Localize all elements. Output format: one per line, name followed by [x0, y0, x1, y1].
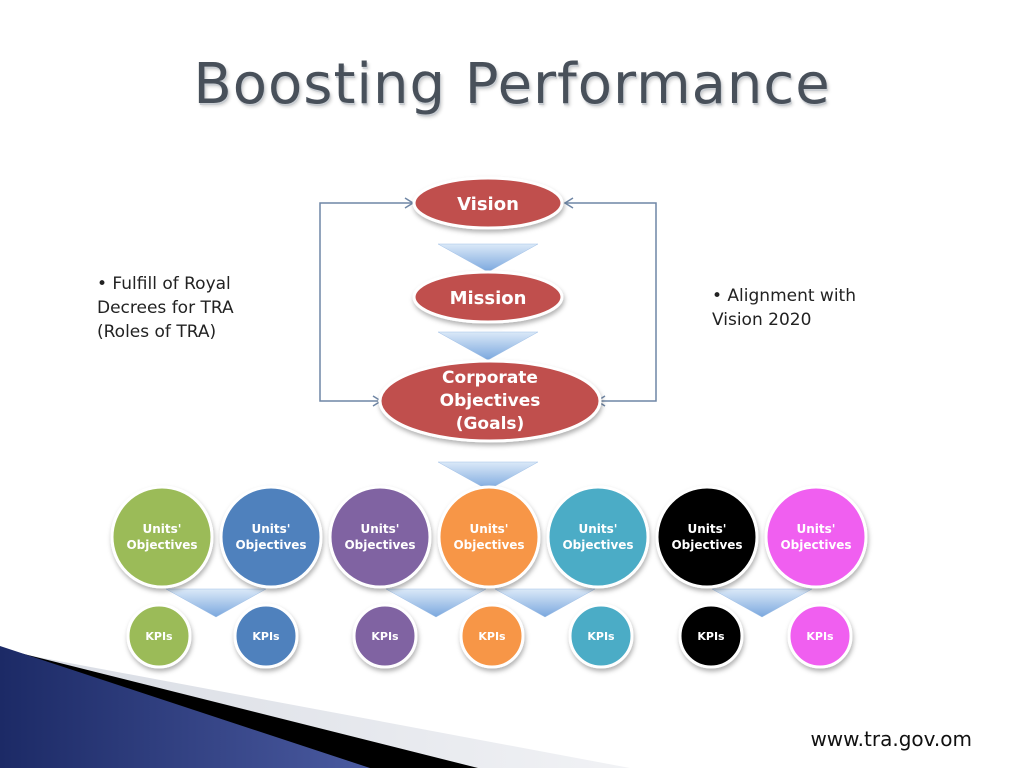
corporate-label-line-3: (Goals): [456, 414, 525, 434]
kpi-4: KPIs: [459, 603, 525, 669]
unit-objective-4: Units' Objectives: [437, 485, 541, 589]
kpi-circle: [459, 603, 525, 669]
arrowhead-into-vision-right: [563, 197, 574, 209]
kpis-row: KPIs KPIs KPIs KPIs KPIs KPIs KPIs: [126, 603, 853, 669]
unit-objective-label-line-1: Units': [797, 522, 836, 536]
corporate-label-line-2: Objectives: [440, 391, 541, 411]
decorative-corner-bands: [0, 646, 630, 768]
kpi-label: KPIs: [145, 630, 173, 643]
kpi-1: KPIs: [126, 603, 192, 669]
feedback-connectors: [319, 202, 657, 402]
kpi-label: KPIs: [252, 630, 280, 643]
unit-objective-label-line-1: Units': [579, 522, 618, 536]
right-feedback-connector: [566, 202, 657, 402]
kpi-2: KPIs: [233, 603, 299, 669]
kpi-6: KPIs: [678, 603, 744, 669]
kpi-circle: [233, 603, 299, 669]
kpi-label: KPIs: [478, 630, 506, 643]
kpi-circle: [352, 603, 418, 669]
corporate-objectives-node: [378, 359, 602, 443]
vision-2020-note: • Alignment with Vision 2020: [712, 286, 857, 330]
kpi-label: KPIs: [806, 630, 834, 643]
unit-objective-7: Units' Objectives: [764, 485, 868, 589]
unit-objective-2: Units' Objectives: [219, 485, 323, 589]
unit-objective-label-line-1: Units': [361, 522, 400, 536]
unit-objective-circle: [219, 485, 323, 589]
kpi-circle: [568, 603, 634, 669]
arrow-units-4-5-to-kpis: [494, 588, 596, 618]
unit-objective-circle: [437, 485, 541, 589]
left-feedback-connector: [319, 202, 412, 402]
kpi-circle: [787, 603, 853, 669]
arrow-units-6-7-to-kpis: [711, 588, 813, 618]
mission-label: Mission: [450, 288, 527, 309]
unit-objective-circle: [546, 485, 650, 589]
footer-url: www.tra.gov.om: [810, 727, 972, 751]
vision-node: [412, 176, 564, 230]
unit-objective-label-line-1: Units': [470, 522, 509, 536]
arrow-mission-to-corporate: [437, 331, 539, 361]
mission-node: [412, 270, 564, 324]
unit-objective-label-line-1: Units': [688, 522, 727, 536]
unit-objective-5: Units' Objectives: [546, 485, 650, 589]
unit-objective-label-line-2: Objectives: [780, 538, 851, 552]
corporate-label-line-1: Corporate: [442, 368, 538, 388]
units-objectives-row: Units' Objectives Units' Objectives Units' Ob…: [110, 485, 868, 589]
unit-objective-label-line-1: Units': [252, 522, 291, 536]
unit-objective-label-line-2: Objectives: [235, 538, 306, 552]
arrow-vision-to-mission: [437, 243, 539, 273]
unit-objective-1: Units' Objectives: [110, 485, 214, 589]
arrow-units-1-2-to-kpis: [165, 588, 267, 618]
unit-objective-circle: [110, 485, 214, 589]
kpi-5: KPIs: [568, 603, 634, 669]
kpi-7: KPIs: [787, 603, 853, 669]
kpi-circle: [126, 603, 192, 669]
kpi-label: KPIs: [371, 630, 399, 643]
unit-objective-3: Units' Objectives: [328, 485, 432, 589]
kpi-label: KPIs: [587, 630, 615, 643]
unit-objective-label-line-2: Objectives: [453, 538, 524, 552]
kpi-label: KPIs: [697, 630, 725, 643]
kpi-3: KPIs: [352, 603, 418, 669]
unit-objective-circle: [328, 485, 432, 589]
unit-objective-label-line-2: Objectives: [344, 538, 415, 552]
unit-objective-label-line-2: Objectives: [126, 538, 197, 552]
unit-objective-6: Units' Objectives: [655, 485, 759, 589]
unit-objective-label-line-1: Units': [143, 522, 182, 536]
unit-objective-label-line-2: Objectives: [562, 538, 633, 552]
slide-title: Boosting Performance: [193, 52, 831, 117]
unit-objective-circle: [655, 485, 759, 589]
arrow-corporate-to-units: [437, 461, 539, 491]
unit-objective-label-line-2: Objectives: [671, 538, 742, 552]
vision-label: Vision: [457, 194, 519, 215]
flow-arrows: [165, 243, 813, 618]
royal-decrees-note: • Fulfill of Royal Decrees for TRA (Role…: [97, 274, 234, 342]
kpi-circle: [678, 603, 744, 669]
arrow-units-3-4-to-kpis: [385, 588, 487, 618]
unit-objective-circle: [764, 485, 868, 589]
